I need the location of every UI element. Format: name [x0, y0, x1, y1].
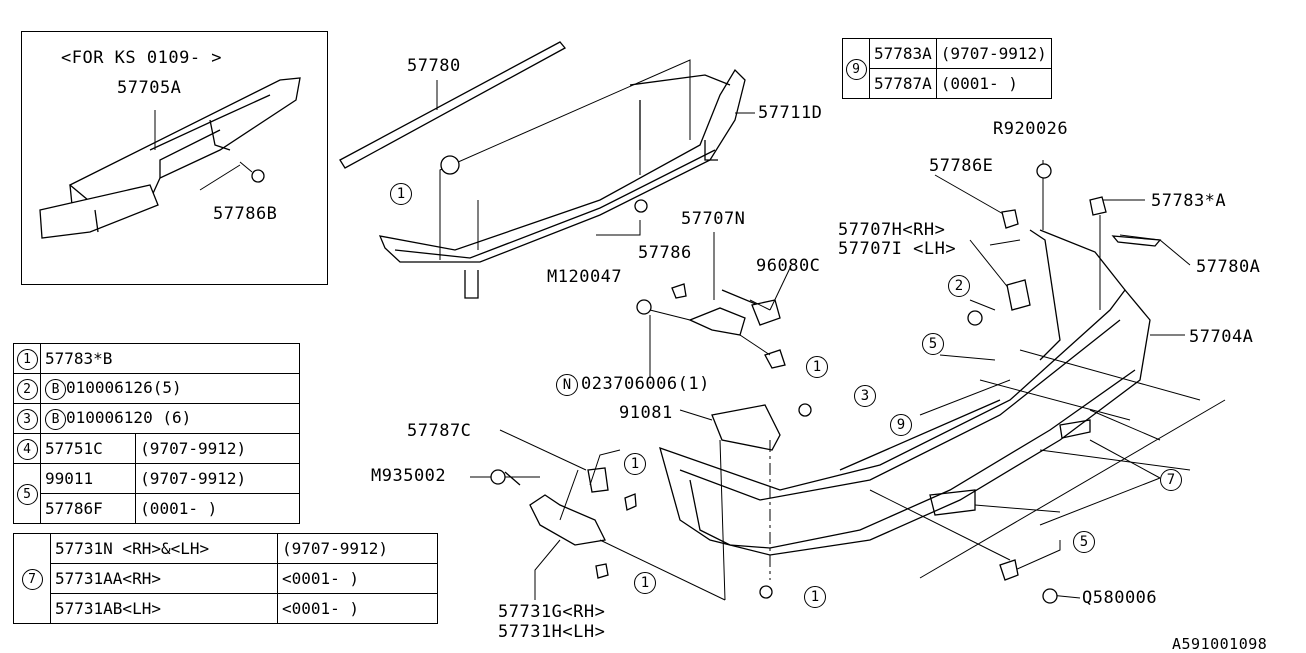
- label-57786E: 57786E: [929, 156, 994, 176]
- callout-5: 5: [922, 333, 944, 355]
- table-row: 9 57783A (9707-9912): [842, 38, 1052, 99]
- label-57780: 57780: [407, 56, 461, 76]
- label-57731G: 57731G<RH>: [498, 602, 606, 622]
- table-row: 5 99011 (9707-9912): [13, 463, 300, 524]
- label-57711D: 57711D: [758, 103, 823, 123]
- key-7: 7: [21, 568, 43, 590]
- table-row: 7 57731N <RH>&<LH> (9707-9912): [13, 533, 438, 624]
- label-57787C: 57787C: [407, 421, 472, 441]
- table-row: 4 57751C (9707-9912): [13, 433, 300, 464]
- callout-2: 2: [948, 275, 970, 297]
- label-57707I: 57707I <LH>: [838, 239, 957, 259]
- inset-note: <FOR KS 0109- >: [61, 48, 223, 68]
- table-row: 57787A (0001- ): [843, 68, 1052, 99]
- table-row: 1 57783*B: [13, 343, 300, 374]
- label-57783A: 57783*A: [1151, 191, 1227, 211]
- label-023706006: 023706006(1): [581, 374, 710, 394]
- callout-1: 1: [390, 183, 412, 205]
- label-57731H: 57731H<LH>: [498, 622, 606, 642]
- cell-part: 57787A: [869, 68, 937, 99]
- cell-range: (0001- ): [935, 68, 1052, 99]
- cell-part: 57783A: [869, 38, 937, 69]
- label-57780A: 57780A: [1196, 257, 1261, 277]
- bracket-57707N-drawing: [636, 283, 786, 369]
- inset-panel: [21, 31, 328, 285]
- variant-table-9: 9 57783A (9707-9912) 57787A (0001- ): [842, 38, 1052, 99]
- inset-part-57705A: 57705A: [117, 78, 182, 98]
- callout-1: 1: [634, 572, 656, 594]
- bolt-symbol: B: [45, 408, 66, 430]
- cell-range: (9707-9912): [135, 433, 300, 464]
- callout-1: 1: [624, 453, 646, 475]
- figure-code: A591001098: [1172, 635, 1268, 653]
- label-M935002: M935002: [371, 466, 447, 486]
- side-bracket-drawing: [529, 467, 726, 601]
- label-57786: 57786: [638, 243, 692, 263]
- legend-table-7: 7 57731N <RH>&<LH> (9707-9912) 57731AA<R…: [13, 533, 438, 624]
- label-91081: 91081: [619, 403, 673, 423]
- bolt-shapes: [490, 163, 1162, 604]
- nut-symbol: N: [556, 374, 578, 396]
- callout-7: 7: [1160, 469, 1182, 491]
- table-row: 57786F (0001- ): [14, 493, 300, 524]
- cell-range: <0001- ): [277, 563, 438, 594]
- cell-part: 57751C: [39, 433, 137, 464]
- label-M120047: M120047: [547, 267, 623, 287]
- lamp-91081-drawing: [711, 404, 781, 451]
- callout-5: 5: [1073, 531, 1095, 553]
- table-row: 57731AB<LH> <0001- ): [14, 593, 438, 624]
- cell-range: (9707-9912): [277, 533, 438, 564]
- callout-3: 3: [854, 385, 876, 407]
- reinforcement-beam-drawing: [378, 59, 746, 299]
- cell-range: (9707-9912): [135, 463, 300, 494]
- label-57704A: 57704A: [1189, 327, 1254, 347]
- table-row: 57731AA<RH> <0001- ): [14, 563, 438, 594]
- cell-part: 99011: [39, 463, 137, 494]
- cell-part: 57731AB<LH>: [50, 593, 278, 624]
- key-9: 9: [845, 58, 867, 80]
- callout-1: 1: [806, 356, 828, 378]
- cell-range: <0001- ): [277, 593, 438, 624]
- label-57707N: 57707N: [681, 209, 746, 229]
- inset-part-57786B: 57786B: [213, 204, 278, 224]
- key-4: 4: [16, 438, 38, 460]
- cell-part: 57786F: [39, 493, 137, 524]
- key-3: 3: [16, 408, 38, 430]
- label-Q580006: Q580006: [1082, 588, 1158, 608]
- bumper-face-drawing: [659, 229, 1151, 556]
- label-96080C: 96080C: [756, 256, 821, 276]
- label-57707H: 57707H<RH>: [838, 220, 946, 240]
- key-5: 5: [16, 483, 38, 505]
- cell-part: 57783*B: [40, 343, 300, 374]
- cell-part: 010006120 (6): [66, 407, 192, 427]
- cell-part: 57731N <RH>&<LH>: [50, 533, 278, 564]
- key-2: 2: [16, 378, 38, 400]
- label-R920026: R920026: [993, 119, 1069, 139]
- cell-part: 57731AA<RH>: [50, 563, 278, 594]
- cell-part: 010006126(5): [66, 377, 182, 397]
- key-1: 1: [16, 348, 38, 370]
- cell-range: (9707-9912): [935, 38, 1052, 69]
- callout-1: 1: [804, 586, 826, 608]
- inset-absorber-drawing: [39, 77, 301, 239]
- callout-9: 9: [890, 414, 912, 436]
- floor-guide-lines: [919, 349, 1226, 579]
- bolt-symbol: B: [45, 378, 66, 400]
- strip-57780-drawing: [339, 41, 567, 169]
- cell-range: (0001- ): [135, 493, 300, 524]
